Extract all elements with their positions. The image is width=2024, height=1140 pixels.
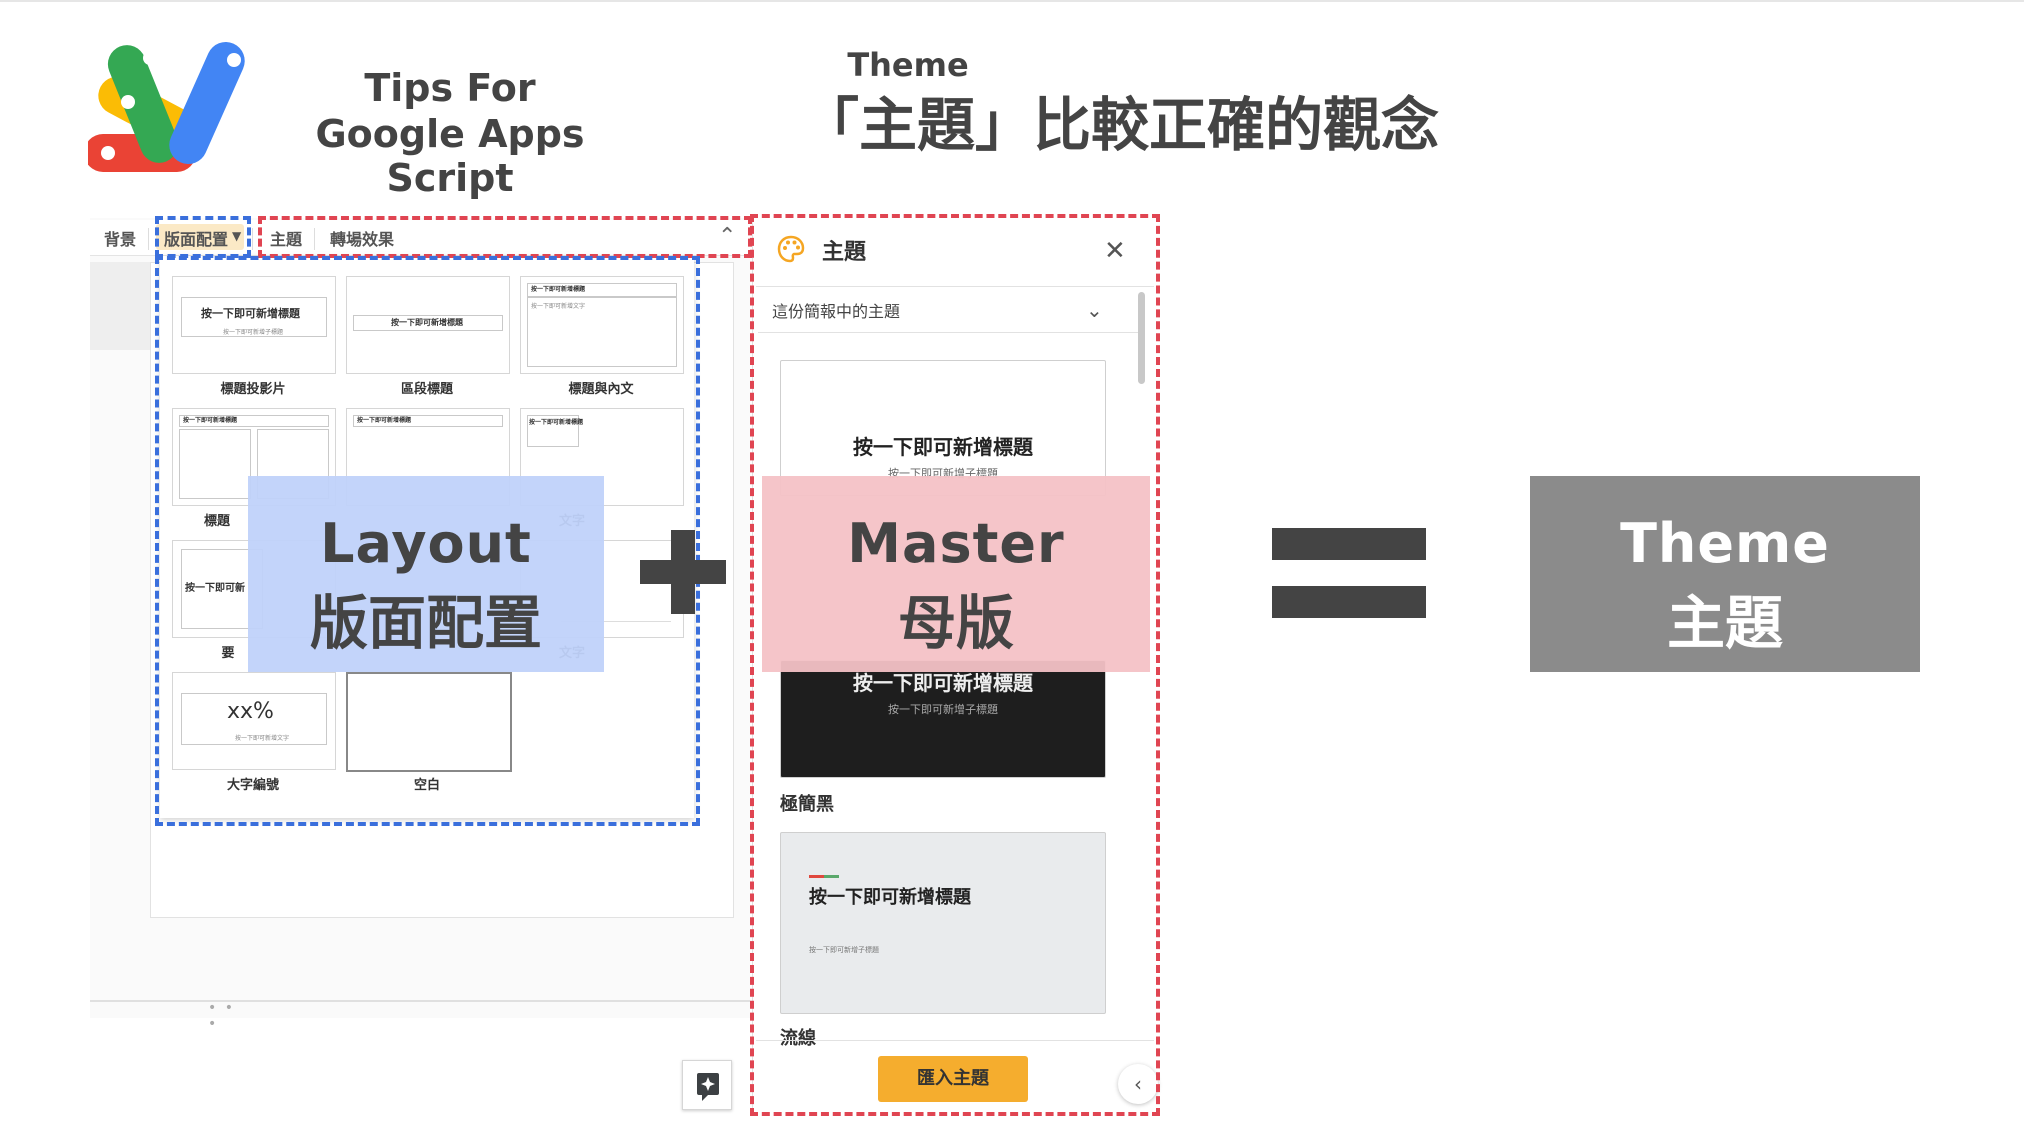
chevron-up-icon[interactable]: ⌃ [718,224,737,249]
tab-active-highlight [156,224,244,250]
import-theme-button[interactable]: 匯入主題 [878,1056,1028,1102]
layout-en: Layout [320,512,532,575]
thumb-sub: 按一下即可新增子標題 [223,329,284,336]
tab-divider [252,228,253,250]
layout-label: 空白 [413,778,440,793]
layout-label: 大字編號 [226,778,279,793]
logo-dot [143,51,157,65]
thumb-big-number: xx% [227,699,274,724]
panel-title: 主題 [822,240,867,265]
brand-line-1: Tips For [364,66,536,110]
layout-label-box: Layout 版面配置 [248,476,604,672]
master-en: Master [847,512,1065,575]
tab-transition[interactable]: 轉場效果 [330,230,395,249]
select-underline [758,332,1138,333]
theme-card-streamline[interactable]: 按一下即可新增標題 按一下即可新增子標題 [780,832,1106,1014]
close-icon[interactable]: ✕ [1104,236,1126,266]
caret-down-icon[interactable]: ▼ [232,229,242,243]
card-sub: 按一下即可新增子標題 [809,946,879,954]
tab-background[interactable]: 背景 [104,230,137,249]
equals-icon [1272,586,1426,618]
logo-blue-bar [169,41,245,165]
card-title: 按一下即可新增標題 [853,671,1033,695]
accent-line [809,875,839,878]
layout-thumb[interactable]: 按一下即可新增標題 按一下即可新增子標題 [172,276,336,374]
card-title: 按一下即可新增標題 [809,887,971,908]
logo-dot [101,146,115,160]
assist-button[interactable] [682,1060,732,1110]
thumb-title: 按一下即可新增標題 [201,307,300,320]
thumb-sub: 按一下即可新增文字 [531,303,586,310]
card-sub: 按一下即可新增子標題 [888,703,998,716]
thumb-title: 按一下即可新增標題 [183,417,238,424]
layout-thumb-blank[interactable] [346,672,512,772]
logo-dot [227,53,241,67]
theme-zh: 主題 [1666,589,1783,657]
layout-tab-highlight [155,216,251,258]
layout-zh: 版面配置 [309,589,542,657]
layout-label: 標題投影片 [220,382,286,397]
equals-icon [1272,528,1426,560]
editor-divider [90,1000,750,1002]
apps-script-logo [88,41,245,172]
theme-name: 流線 [780,1028,816,1049]
thumb-title: 按一下即可新增標題 [391,318,463,327]
theme-source-select[interactable]: 這份簡報中的主題 [772,302,901,321]
chevron-down-icon[interactable]: ⌄ [1086,298,1103,322]
theme-name: 極簡黑 [780,794,834,815]
theme-label-box: Theme 主題 [1530,476,1920,672]
plus-icon [671,530,695,614]
thumb-title: 按一下即可新 [185,583,245,594]
panel-divider [756,286,1154,287]
chevron-left-icon[interactable]: ‹ [1118,1064,1158,1104]
master-label-box: Master 母版 [762,476,1150,672]
layout-thumb[interactable]: 按一下即可新增標題 [346,276,510,374]
master-zh: 母版 [897,589,1014,657]
resize-handle[interactable]: • • • [208,1000,235,1032]
theme-tab-highlight [258,216,752,258]
tab-layout[interactable]: 版面配置 [164,230,229,249]
layout-label: 標題 [203,514,230,529]
layout-label: 標題與內文 [568,382,634,397]
tab-divider [314,228,315,250]
logo-dot [121,95,135,109]
thumb-title: 按一下即可新增標題 [529,419,584,426]
layout-thumb[interactable]: 按一下即可新增標題 按一下即可新增文字 [520,276,684,374]
slide-title: 「主題」比較正確的觀念 [800,91,1439,159]
panel-footer-divider [756,1040,1154,1041]
filmstrip [90,262,152,350]
card-title: 按一下即可新增標題 [853,435,1033,459]
thumb-sub: 按一下即可新增文字 [235,735,290,742]
panel-scrollbar[interactable] [1138,292,1145,384]
layout-label: 區段標題 [400,382,453,397]
thumb-title: 按一下即可新增標題 [357,417,412,424]
theme-en: Theme [1620,512,1830,575]
layout-popup-highlight [155,256,700,826]
layout-thumb[interactable]: xx% 按一下即可新增文字 [172,672,336,770]
brand-line-2: Google Apps Script [315,112,585,200]
thumb-title: 按一下即可新增標題 [531,286,586,293]
tab-theme[interactable]: 主題 [270,230,303,249]
slide-subtitle: Theme [847,46,969,84]
layout-label: 要 [221,646,235,661]
palette-icon [777,235,805,263]
logo-green-bar [107,45,179,163]
theme-panel-highlight [750,214,1160,1116]
sparkle-icon [697,1073,719,1101]
top-divider [0,0,2024,2]
tab-divider [148,228,149,250]
